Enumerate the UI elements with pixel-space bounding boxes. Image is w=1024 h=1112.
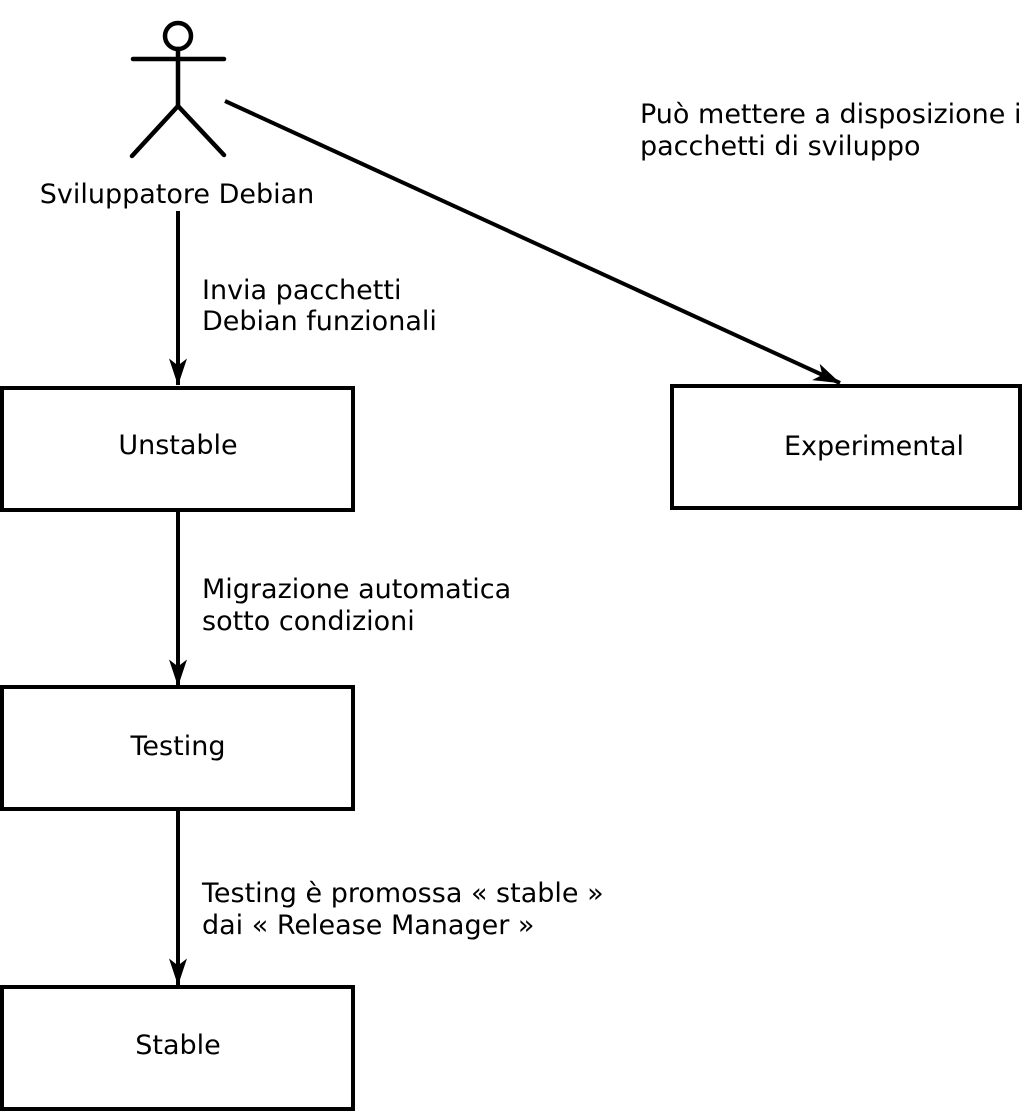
edge-provide-label: Può mettere a disposizione i pacchetti d… (640, 99, 1021, 162)
edge-provide-label-line-1: Può mettere a disposizione i (640, 99, 1021, 130)
node-testing-box (0, 685, 355, 811)
arrow-provide-experimental (224, 99, 841, 385)
edge-upload-label-line-2: Debian funzionali (202, 306, 437, 337)
edge-promotion-label: Testing è promossa « stable » dai « Rele… (201, 878, 604, 941)
node-stable-label: Stable (135, 1030, 221, 1061)
node-stable: Stable (0, 985, 355, 1111)
edge-provide-label-line-2: pacchetti di sviluppo (640, 131, 921, 162)
actor-leg-left (129, 103, 181, 159)
node-unstable-label: Unstable (118, 430, 237, 461)
node-experimental-label: Experimental (784, 431, 964, 462)
edge-promotion-label-line-1: Testing è promossa « stable » (201, 878, 604, 909)
actor-label: Sviluppatore Debian (40, 179, 315, 210)
edge-upload-label-line-1: Invia pacchetti (202, 275, 401, 306)
node-testing-label: Testing (130, 731, 226, 762)
edge-migration-label-line-2: sotto condizioni (202, 606, 415, 637)
actor-leg-right (175, 103, 227, 158)
node-unstable-box (0, 386, 355, 512)
node-stable-box (0, 985, 355, 1111)
edge-upload-label: Invia pacchetti Debian funzionali (202, 275, 437, 337)
node-testing: Testing (0, 685, 355, 811)
edge-promotion-label-line-2: dai « Release Manager » (202, 910, 534, 941)
edge-migration-label-line-1: Migrazione automatica (202, 574, 511, 605)
developer-actor-icon (129, 20, 227, 159)
node-unstable: Unstable (0, 386, 355, 512)
node-experimental: Experimental (670, 384, 1022, 510)
edge-migration-label: Migrazione automatica sotto condizioni (202, 574, 511, 637)
node-experimental-box (670, 384, 1022, 510)
actor-head (162, 20, 194, 52)
